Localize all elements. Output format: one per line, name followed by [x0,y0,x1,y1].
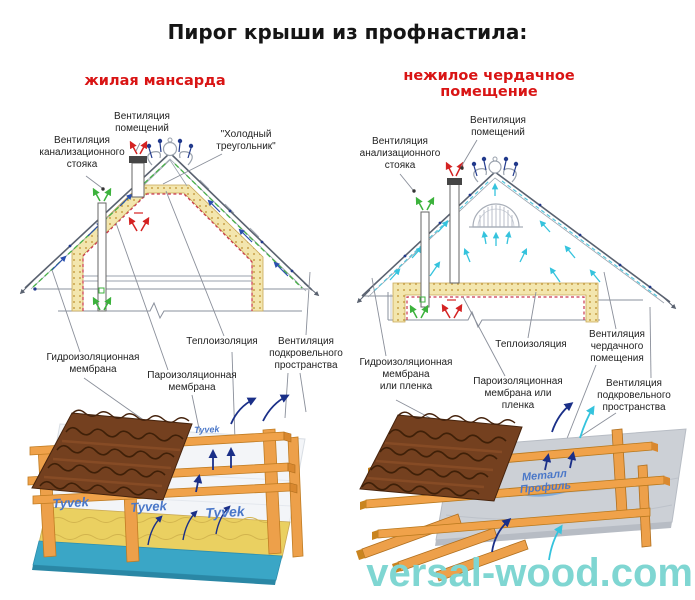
right-roof-layers-3d [356,402,687,582]
label-vapor-membrane-left: Пароизоляционная мембрана [147,370,237,393]
page-title: Пирог крыши из профнастила: [167,20,528,44]
ridge-ornament-right [473,156,517,183]
leader-lines-right [371,139,652,461]
label-vent-underroof-right: Вентиляция подкровельного пространства [597,378,671,413]
label-vent-attic-right: Вентиляция чердачного помещения [589,329,645,364]
label-thermal-insulation-left: Теплоизоляция [186,336,258,347]
tyvek-brand-mark: Tyvek [194,424,220,435]
metal-profil-brand-mark: Металл Профиль [519,467,572,496]
label-hydro-membrane-left: Гидроизоляционная мембрана [46,352,140,375]
label-hydro-membrane-right: Гидроизоляционная мембрана или пленка [359,357,453,392]
label-thermal-insulation-right: Теплоизоляция [495,339,567,350]
ridge-ornament-left [147,137,193,166]
subtitle-left: жилая мансарда [84,73,226,89]
tyvek-brand-mark: Tyvek [130,498,168,515]
metal-tile-left [31,409,193,501]
label-cold-triangle: "Холодный треугольник" [216,129,276,152]
tyvek-brand-mark: Tyvek [52,494,90,511]
right-roof-cross-section [356,156,677,329]
left-roof-cross-section [19,137,320,320]
dormer-louver [469,203,523,228]
label-vent-underroof-left: Вентиляция подкровельного пространства [269,336,343,371]
label-vent-sewer-right: Вентиляция анализационного стояка [359,136,441,171]
label-vent-rooms-left: Вентиляция помещений [114,111,170,134]
metal-tile-right [359,411,523,502]
subtitle-right: нежилое чердачное помещение [403,68,575,100]
label-vapor-membrane-right: Пароизоляционная мембрана или пленка [473,376,563,411]
label-vent-sewer-left: Вентиляция канализационного стояка [39,135,125,170]
left-roof-layers-3d [27,394,306,585]
watermark: versal-wood.com [366,551,693,595]
label-vent-rooms-right: Вентиляция помещений [470,115,526,138]
tyvek-brand-mark: Tyvek [205,502,245,521]
